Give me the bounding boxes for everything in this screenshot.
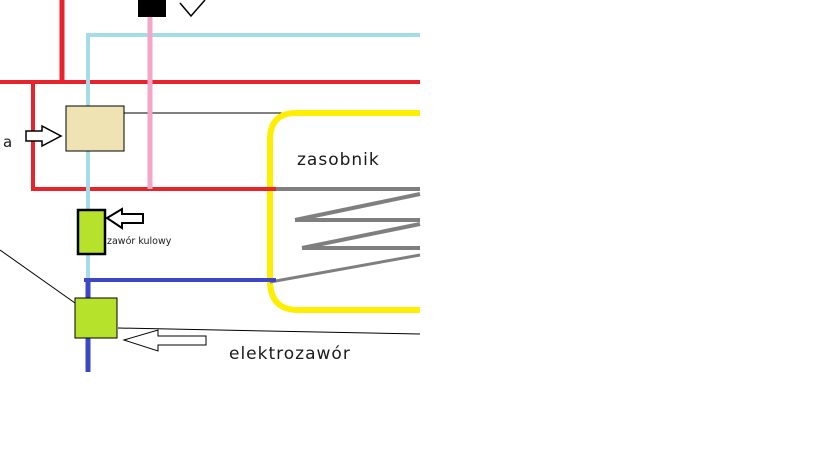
- label-zasobnik: zasobnik: [297, 150, 380, 170]
- label-cut-left: a: [3, 133, 12, 151]
- coil-line: [294, 192, 421, 222]
- beige-box: [65, 105, 125, 152]
- coil-line: [269, 253, 421, 284]
- arrow-right-icon: [25, 124, 63, 148]
- coil-line: [301, 222, 421, 250]
- solenoid-valve: [74, 297, 118, 339]
- black-block: [138, 0, 166, 17]
- light-blue-pipe: [86, 33, 420, 283]
- label-elektrozawor: elektrozawór: [229, 344, 351, 364]
- tank-outline: [267, 110, 420, 313]
- check-mark: [179, 0, 206, 18]
- label-zawor-kulowy: zawór kulowy: [107, 236, 172, 247]
- thin-line-diagonal: [0, 249, 76, 304]
- arrow-left-icon: [105, 207, 144, 230]
- ball-valve: [76, 208, 107, 256]
- thin-line-bottom: [117, 327, 421, 335]
- arrow-left-icon: [122, 329, 207, 352]
- right-blank-area: [421, 0, 819, 460]
- red-pipe-loop: [31, 82, 276, 191]
